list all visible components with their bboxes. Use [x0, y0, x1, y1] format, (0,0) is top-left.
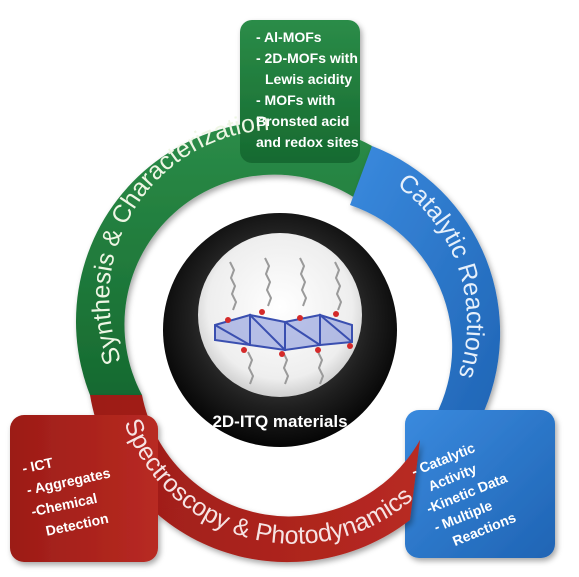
synthesis-bullet-box — [240, 20, 360, 163]
catalytic-bullet-box — [405, 410, 555, 558]
synthesis-segment — [75, 20, 372, 395]
spectroscopy-bullet-box — [10, 415, 158, 562]
synthesis-bullet: - MOFs with — [256, 92, 335, 108]
catalytic-arc — [350, 146, 501, 440]
spectroscopy-segment — [10, 395, 420, 563]
synthesis-bullet: - Al-MOFs — [256, 29, 322, 45]
spectroscopy-bullet: - ICT — [21, 454, 55, 476]
synthesis-bullet-list: - Al-MOFs - 2D-MOFs with Lewis acidity -… — [256, 29, 359, 150]
spectroscopy-arc — [90, 395, 420, 563]
center-title: 2D-ITQ materials — [212, 412, 347, 431]
synthesis-bullet: Lewis acidity — [265, 71, 352, 87]
synthesis-bullet: Bronsted acid — [256, 113, 349, 129]
synthesis-bullet: and redox sites — [256, 134, 359, 150]
synthesis-arc — [75, 121, 372, 395]
catalytic-segment — [350, 146, 555, 558]
synthesis-bullet: - 2D-MOFs with — [256, 50, 358, 66]
molecular-structure-illustration — [214, 257, 353, 385]
center-hub: 2D-ITQ materials — [163, 213, 397, 447]
